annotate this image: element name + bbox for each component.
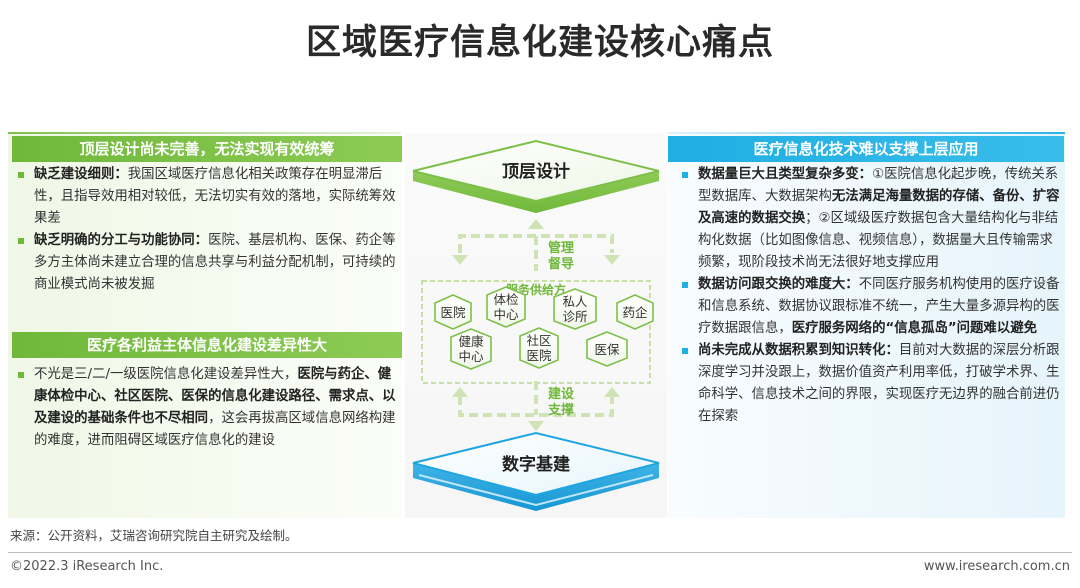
right-panel-background [668,133,1065,518]
arrow-head [604,255,620,265]
item-bold: 缺乏明确的分工与功能协同： [34,233,209,248]
arrow-head [528,219,544,229]
center-diagram: 顶层设计 管理 督导 服务供给方 医院 体检 中心 私人 诊所 药企 健康 中心… [412,139,660,511]
hex-insurance [586,331,628,367]
node-label: 药企 [622,305,648,320]
footer-copyright: ©2022.3 iResearch Inc. [10,559,164,574]
arrow-build-support [458,381,614,417]
left-list-top-design: 缺乏建设细则：我国区域医疗信息化相关政策存在明显滞后性，且指导效用相对较低，无法… [12,164,404,296]
node-label: 医保 [594,342,620,357]
list-item: 缺乏建设细则：我国区域医疗信息化相关政策存在明显滞后性，且指导效用相对较低，无法… [12,164,404,230]
page-title: 区域医疗信息化建设核心痛点 [305,23,774,63]
hex-nodes [434,286,654,370]
top-platform: 顶层设计 [412,139,660,213]
item-text: 不同医疗服务机构使用的医疗设备和信息系统、数据协议跟标准不统一，产生大量多源异构… [698,277,1060,336]
node-label: 健康 [458,334,484,349]
node-label: 诊所 [562,309,587,324]
hex-checkup [486,286,526,328]
list-item: 缺乏明确的分工与功能协同：医院、基层机构、医保、药企等多方主体尚未建立合理的信息… [12,230,404,296]
item-text: ；②区域级医疗数据包含大量结构化与非结构化数据（比如图像信息、视频信息），数据量… [698,211,1059,270]
arrow-head [452,255,468,265]
hex-community [519,327,559,369]
list-item: 数据量巨大且类型复杂多变：①医院信息化起步晚，传统关系型数据库、大数据架构无法满… [676,164,1066,274]
left-panel-background [8,133,401,518]
hex-health-center [450,328,492,370]
node-label: 社区 [526,333,551,348]
arrow-manage-supervise [458,234,614,271]
list-item: 尚未完成从数据积累到知识转化：目前对大数据的深层分析跟深度学习并没跟上，数据价值… [676,340,1066,428]
right-list-technology: 数据量巨大且类型复杂多变：①医院信息化起步晚，传统关系型数据库、大数据架构无法满… [676,164,1066,428]
source-note: 来源：公开资料，艾瑞咨询研究院自主研究及绘制。 [10,528,298,543]
item-bold: 尚未完成从数据积累到知识转化： [698,343,899,358]
bottom-platform-label: 数字基建 [502,454,570,475]
item-bold: 医院与药企、健康体检中心、社区医院、医保的信息化建设路径、需求点、以及建设的基础… [34,367,396,426]
left-list-stakeholders: 不光是三/二/一级医院信息化建设差异性大，医院与药企、健康体检中心、社区医院、医… [12,364,404,452]
arrow-head [528,421,544,431]
node-label: 中心 [458,349,484,364]
footer-divider [8,552,1072,553]
hex-labels: 医院 体检 中心 私人 诊所 药企 健康 中心 社区 医院 医保 [440,292,648,364]
hex-pharma [616,294,654,330]
right-top-rule [668,132,1065,134]
item-text: ，这会再拔高区域信息网络构建的难度，进而阻碍区域医疗信息化的建设 [34,411,396,448]
arrow-label-manage: 管理 [548,240,574,256]
top-platform-label: 顶层设计 [502,161,570,182]
left-top-rule [8,132,401,134]
node-label: 体检 [493,292,519,307]
left-header-top-design: 顶层设计尚未完善，无法实现有效统筹 [12,136,402,162]
item-bold: 数据访问跟交换的难度大： [698,277,859,292]
arrow-label-build: 建设 [548,386,575,402]
item-text: ①医院信息化起步晚，传统关系型数据库、大数据架构 [698,167,1059,204]
left-header-stakeholders: 医疗各利益主体信息化建设差异性大 [12,332,402,358]
bottom-platform: 数字基建 [412,431,660,511]
hex-hospital [434,294,472,330]
item-text: 目前对大数据的深层分析跟深度学习并没跟上，数据价值资产利用率低，打破学术界、生命… [698,343,1060,424]
footer-website: www.iresearch.com.cn [923,559,1070,574]
node-label: 医院 [526,348,552,363]
node-label: 中心 [493,307,519,322]
arrow-head [604,387,620,397]
item-text: 医院、基层机构、医保、药企等多方主体尚未建立合理的信息共享与利益分配机制，可持续… [34,233,396,292]
item-bold: 无法满足海量数据的存储、备份、扩容及高速的数据交换 [698,189,1060,226]
item-text: 不光是三/二/一级医院信息化建设差异性大， [34,367,298,382]
item-bold: 数据量巨大且类型复杂多变： [698,167,873,182]
list-item: 数据访问跟交换的难度大：不同医疗服务机构使用的医疗设备和信息系统、数据协议跟标准… [676,274,1066,340]
item-text: 我国区域医疗信息化相关政策存在明显滞后性，且指导效用相对较低，无法切实有效的落地… [34,167,396,226]
list-item: 不光是三/二/一级医院信息化建设差异性大，医院与药企、健康体检中心、社区医院、医… [12,364,404,452]
node-label: 私人 [562,294,588,309]
hex-clinic [553,288,597,330]
arrow-label-supervise: 督导 [548,256,574,272]
node-label: 医院 [440,305,466,320]
right-header-technology: 医疗信息化技术难以支撑上层应用 [668,136,1064,162]
item-bold: 缺乏建设细则： [34,167,128,182]
arrow-label-support: 支撑 [547,402,574,418]
arrow-head [452,387,468,397]
item-bold: 医疗服务网络的“信息孤岛”问题难以避免 [791,321,1037,336]
